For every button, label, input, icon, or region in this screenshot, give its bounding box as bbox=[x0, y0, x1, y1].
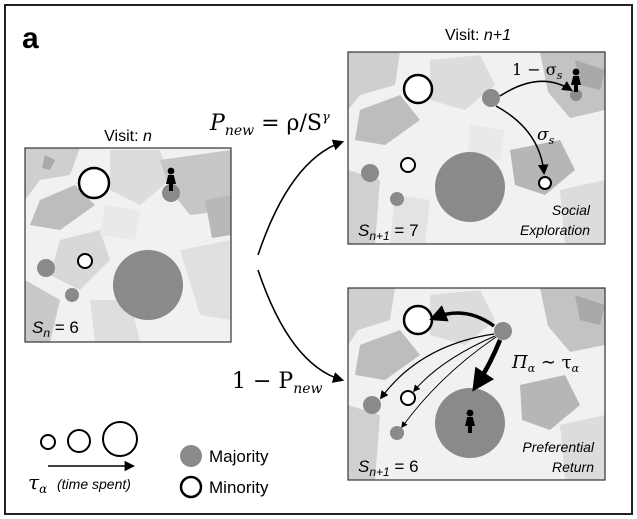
top-right-s-label: Sn+1 = 7 bbox=[358, 221, 419, 243]
legend-size-small bbox=[40, 434, 56, 450]
exploration-arrow-visited bbox=[499, 80, 573, 97]
legend-majority-swatch bbox=[180, 445, 202, 467]
branch-arrow-return bbox=[257, 269, 345, 383]
one-minus-p-new-label: 1 − Pnew bbox=[232, 369, 323, 397]
left-panel: Visit: n Sn = 6 bbox=[24, 128, 232, 343]
return-arrow bbox=[401, 336, 497, 429]
minority-location bbox=[402, 73, 434, 105]
legend-size-medium bbox=[67, 429, 91, 453]
p-new-equation: Pnew = ρ/Sγ bbox=[209, 110, 330, 139]
bottom-right-s-label: Sn+1 = 6 bbox=[358, 457, 419, 479]
sigma-label: σs bbox=[537, 125, 555, 147]
minority-location bbox=[400, 157, 416, 173]
left-s-label: Sn = 6 bbox=[32, 318, 79, 340]
legend-tau: τα bbox=[28, 470, 47, 496]
legend-minority-swatch bbox=[179, 475, 203, 499]
exploration-arrow-new bbox=[495, 105, 549, 176]
pi-proportional-label: Πα ∼ τα bbox=[511, 352, 580, 375]
majority-location bbox=[162, 184, 180, 202]
social-exploration-line2: Exploration bbox=[520, 222, 590, 238]
preferential-return-line1: Preferential bbox=[522, 439, 594, 455]
social-exploration-line1: Social bbox=[552, 202, 591, 218]
legend-majority-label: Majority bbox=[209, 447, 269, 466]
legend: τα (time spent) Majority Minority bbox=[28, 421, 269, 499]
majority-location bbox=[363, 396, 381, 414]
majority-location bbox=[65, 288, 79, 302]
legend-time-spent: (time spent) bbox=[57, 476, 131, 492]
majority-location bbox=[113, 250, 183, 320]
top-right-panel-title: Visit: n+1 bbox=[445, 27, 511, 44]
return-arrow bbox=[380, 333, 495, 400]
majority-location bbox=[482, 89, 500, 107]
majority-location bbox=[390, 426, 404, 440]
bottom-right-panel: Πα ∼ τα Preferential Return Sn+1 = 6 bbox=[347, 287, 606, 481]
majority-location bbox=[390, 192, 404, 206]
panel-label: a bbox=[22, 22, 39, 55]
return-arrow-largest bbox=[472, 339, 503, 392]
return-arrow-large-minority bbox=[429, 305, 496, 328]
left-panel-title: Visit: n bbox=[104, 128, 152, 145]
majority-location bbox=[494, 322, 512, 340]
majority-location bbox=[435, 152, 505, 222]
majority-location bbox=[361, 164, 379, 182]
top-right-panel: Visit: n+1 1 − σs σs Social Explorati bbox=[347, 27, 606, 245]
majority-location bbox=[570, 89, 582, 101]
legend-minority-label: Minority bbox=[209, 478, 269, 497]
return-arrow bbox=[413, 335, 496, 393]
minority-location bbox=[402, 304, 434, 336]
one-minus-sigma-label: 1 − σs bbox=[512, 60, 563, 82]
minority-location bbox=[77, 166, 111, 200]
minority-location bbox=[400, 390, 416, 406]
minority-location bbox=[77, 253, 93, 269]
new-location bbox=[538, 176, 552, 190]
majority-location bbox=[37, 259, 55, 277]
preferential-return-line2: Return bbox=[552, 459, 594, 475]
legend-size-large bbox=[102, 421, 138, 457]
branch-arrow-explore bbox=[257, 139, 345, 256]
